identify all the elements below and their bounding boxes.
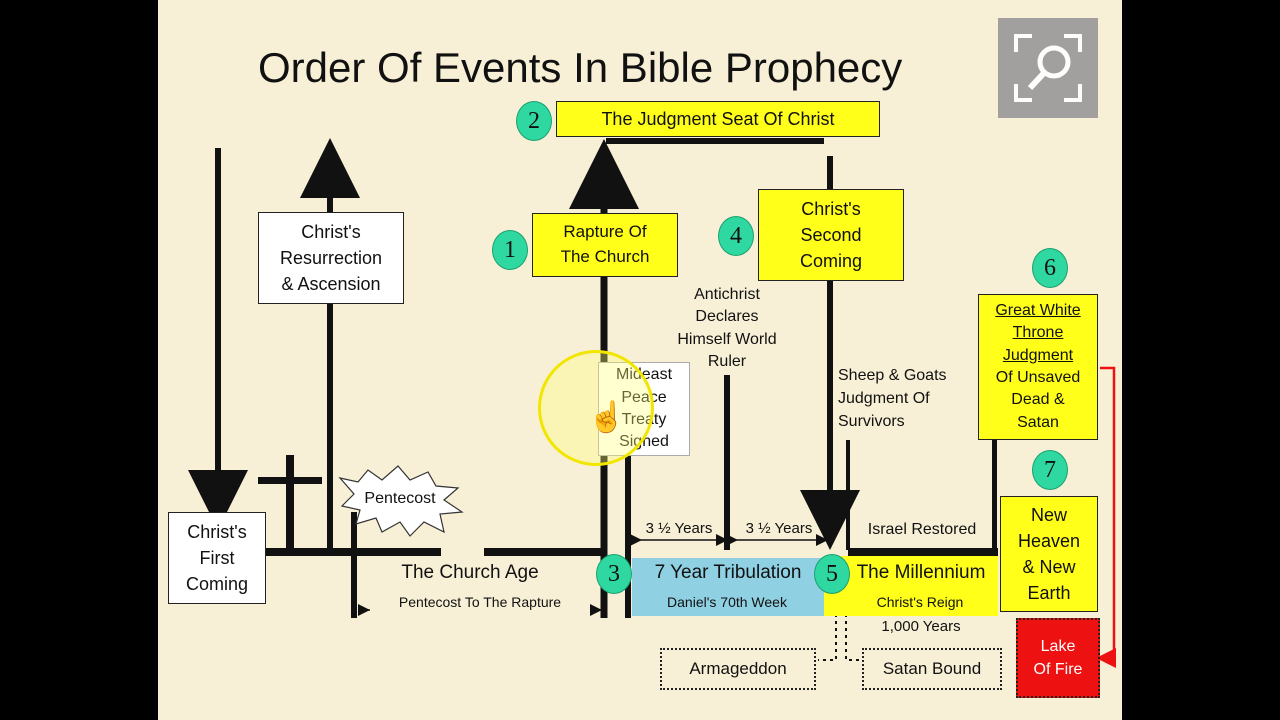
israel-restored-line bbox=[846, 440, 850, 550]
page-title: Order Of Events In Bible Prophecy bbox=[258, 44, 903, 91]
millennium-end-line bbox=[992, 440, 997, 552]
armageddon-connector bbox=[818, 600, 837, 661]
tribulation-span-label: Daniel's 70th Week bbox=[652, 593, 802, 612]
church-age-label: The Church Age bbox=[401, 562, 539, 583]
lake-of-fire-box: Lake Of Fire bbox=[1016, 618, 1100, 698]
new-heaven-box: New Heaven & New Earth bbox=[1000, 496, 1098, 612]
pentecost-label: Pentecost bbox=[364, 490, 436, 507]
pointer-highlight bbox=[538, 350, 654, 466]
slide: Order Of Events In Bible Prophecy Christ… bbox=[158, 0, 1122, 720]
cross-icon bbox=[258, 455, 322, 550]
first-coming-box: Christ's First Coming bbox=[168, 512, 266, 604]
lake-of-fire-arrow bbox=[1096, 366, 1116, 668]
millennium-label: The Millennium bbox=[856, 562, 986, 583]
timeline-line bbox=[266, 548, 998, 556]
israel-restored-label: Israel Restored bbox=[867, 521, 977, 538]
judgment-seat-box: The Judgment Seat Of Christ bbox=[556, 101, 880, 137]
church-age-start-line bbox=[351, 512, 357, 618]
antichrist-label: Antichrist Declares Himself World Ruler bbox=[677, 286, 777, 371]
sheep-goats-label: Sheep & Goats Judgment Of Survivors bbox=[838, 367, 947, 431]
number-badge-5: 5 bbox=[814, 554, 850, 594]
satan-bound-box: Satan Bound bbox=[862, 648, 1002, 690]
great-white-throne-box: Great White Throne Judgment Of Unsaved D… bbox=[978, 294, 1098, 440]
half-1-label: 3 ½ Years bbox=[645, 520, 713, 537]
rapture-box: Rapture Of The Church bbox=[532, 213, 678, 277]
thousand-years-label: 1,000 Years bbox=[881, 618, 961, 635]
armageddon-box: Armageddon bbox=[660, 648, 816, 690]
half-2-label: 3 ½ Years bbox=[745, 520, 813, 537]
pentecost-burst bbox=[338, 465, 464, 537]
tribulation-label: 7 Year Tribulation bbox=[654, 562, 802, 583]
resurrection-box: Christ's Resurrection & Ascension bbox=[258, 212, 404, 304]
millennium-span-label: Christ's Reign bbox=[864, 593, 976, 612]
number-badge-7: 7 bbox=[1032, 450, 1068, 490]
hand-cursor-icon: ☝ bbox=[588, 401, 626, 434]
great-white-throne-heading: Great White Throne Judgment bbox=[995, 301, 1081, 364]
second-coming-box: Christ's Second Coming bbox=[758, 189, 904, 281]
magnify-icon[interactable] bbox=[998, 18, 1098, 118]
number-badge-3: 3 bbox=[596, 554, 632, 594]
number-badge-4: 4 bbox=[718, 216, 754, 256]
number-badge-1: 1 bbox=[492, 230, 528, 270]
church-age-span-label: Pentecost To The Rapture bbox=[370, 593, 590, 612]
judgment-seat-bar bbox=[606, 138, 824, 144]
great-white-throne-detail: Of Unsaved Dead & Satan bbox=[995, 369, 1081, 431]
number-badge-6: 6 bbox=[1032, 248, 1068, 288]
number-badge-2: 2 bbox=[516, 101, 552, 141]
mid-tribulation-line bbox=[724, 375, 730, 550]
tribulation-start-line bbox=[625, 448, 631, 618]
